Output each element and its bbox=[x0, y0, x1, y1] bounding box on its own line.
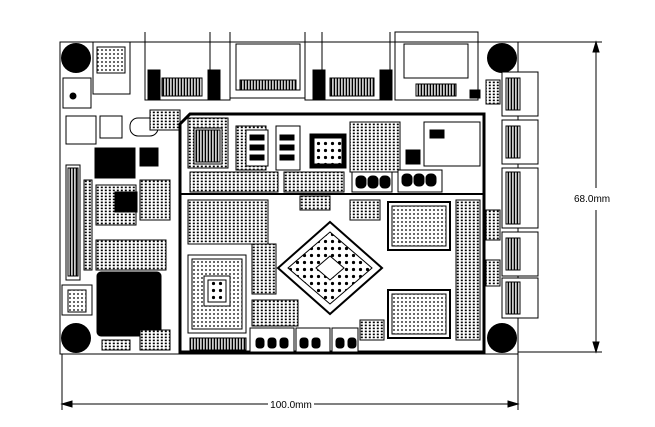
right-terminal-blocks bbox=[485, 71, 539, 319]
pmic-chip bbox=[96, 271, 162, 337]
mounting-hole-bottom-right bbox=[487, 323, 517, 353]
width-dimension-label: 100.0mm bbox=[270, 400, 312, 411]
width-dimension bbox=[60, 354, 520, 410]
left-components bbox=[61, 77, 181, 351]
mounting-hole-top-left bbox=[61, 43, 91, 73]
power-button bbox=[62, 77, 92, 109]
bottom-connectors bbox=[189, 327, 359, 353]
mounting-hole-top-right bbox=[487, 43, 517, 73]
top-connectors bbox=[92, 31, 481, 101]
lower-core-components bbox=[187, 195, 481, 341]
usb-connector bbox=[92, 41, 131, 95]
dc-jack bbox=[394, 31, 479, 101]
usb-host-stack bbox=[304, 32, 391, 101]
height-dimension-label: 68.0mm bbox=[574, 194, 610, 205]
mounting-holes bbox=[61, 43, 517, 353]
core-module-outline bbox=[178, 112, 486, 354]
upper-core-components bbox=[187, 117, 481, 193]
mounting-hole-bottom-left bbox=[61, 323, 91, 353]
height-dimension bbox=[518, 40, 602, 354]
